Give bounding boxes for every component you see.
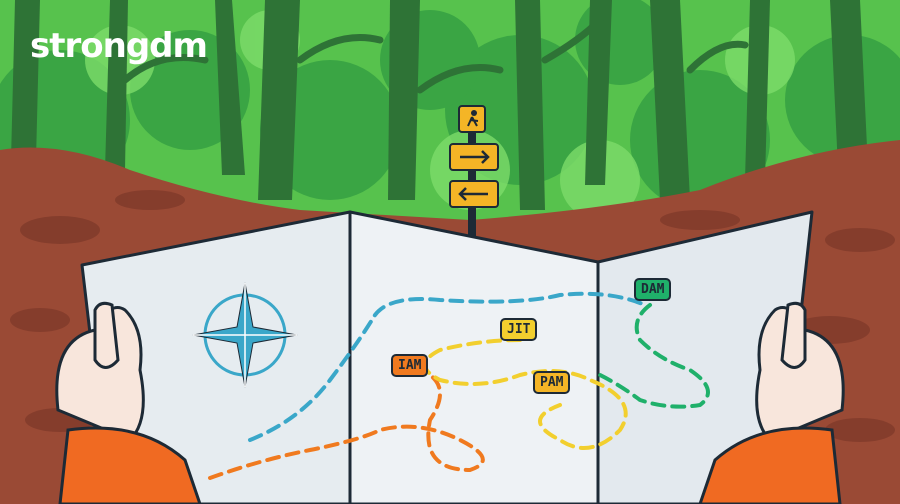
compass-rose-icon: [192, 282, 298, 388]
trail-orange: [208, 373, 485, 480]
label-dam: DAM: [634, 278, 672, 301]
label-iam: IAM: [391, 354, 429, 377]
label-pam: PAM: [533, 371, 571, 394]
left-sleeve: [58, 426, 202, 504]
signpost: [449, 105, 499, 240]
trail-green: [598, 303, 710, 409]
branches: [121, 16, 749, 94]
trail-blue: [248, 291, 647, 442]
folded-map: [80, 210, 814, 504]
left-hand: [55, 301, 202, 504]
map-panel-center: [348, 210, 600, 504]
strongdm-logo: strongdm: [30, 26, 208, 66]
right-hand: [698, 301, 845, 504]
label-jit: JIT: [500, 318, 538, 341]
right-sleeve: [698, 426, 842, 504]
